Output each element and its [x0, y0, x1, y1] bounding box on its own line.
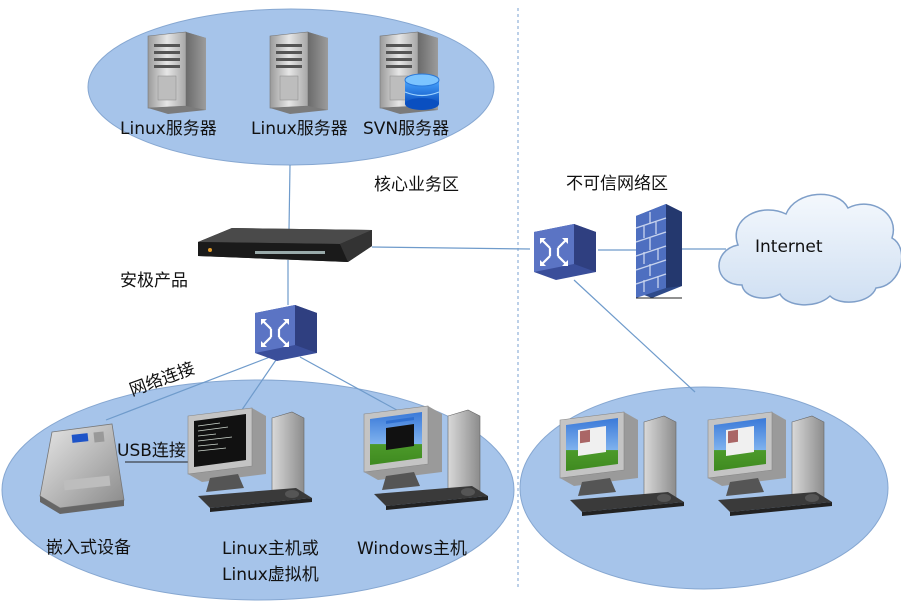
windows-host-pc-icon: [363, 405, 488, 510]
embedded-device-label: 嵌入式设备: [46, 538, 131, 558]
core-zone-label: 核心业务区: [374, 175, 459, 195]
svn-server-label: SVN服务器: [363, 119, 450, 139]
linux-host-label-line1: Linux主机或: [222, 539, 319, 559]
anji-appliance-icon: [198, 228, 372, 262]
internet-label: Internet: [755, 237, 823, 257]
untrusted-pc-2-icon: [707, 411, 832, 516]
internet-cloud-icon: [718, 193, 901, 306]
switch-center-icon: [255, 305, 317, 361]
server-1-icon: [147, 31, 206, 114]
anji-product-label: 安极产品: [120, 271, 188, 291]
embedded-device-icon: [39, 423, 125, 514]
server-2-label: Linux服务器: [251, 119, 348, 139]
firewall-icon: [635, 204, 682, 299]
server-2-icon: [269, 31, 328, 114]
untrusted-pc-1-icon: [559, 411, 684, 516]
connection-lines: [105, 164, 726, 421]
server-1-label: Linux服务器: [120, 119, 217, 139]
usb-connection-label: USB连接: [117, 441, 186, 461]
windows-host-label: Windows主机: [357, 539, 467, 559]
untrusted-client-zone-ellipse: [519, 386, 889, 590]
linux-host-label-line2: Linux虚拟机: [222, 565, 319, 585]
database-icon: [404, 73, 440, 110]
linux-host-pc-icon: [187, 407, 312, 512]
switch-untrusted-icon: [534, 224, 596, 280]
untrusted-zone-label: 不可信网络区: [566, 174, 668, 194]
